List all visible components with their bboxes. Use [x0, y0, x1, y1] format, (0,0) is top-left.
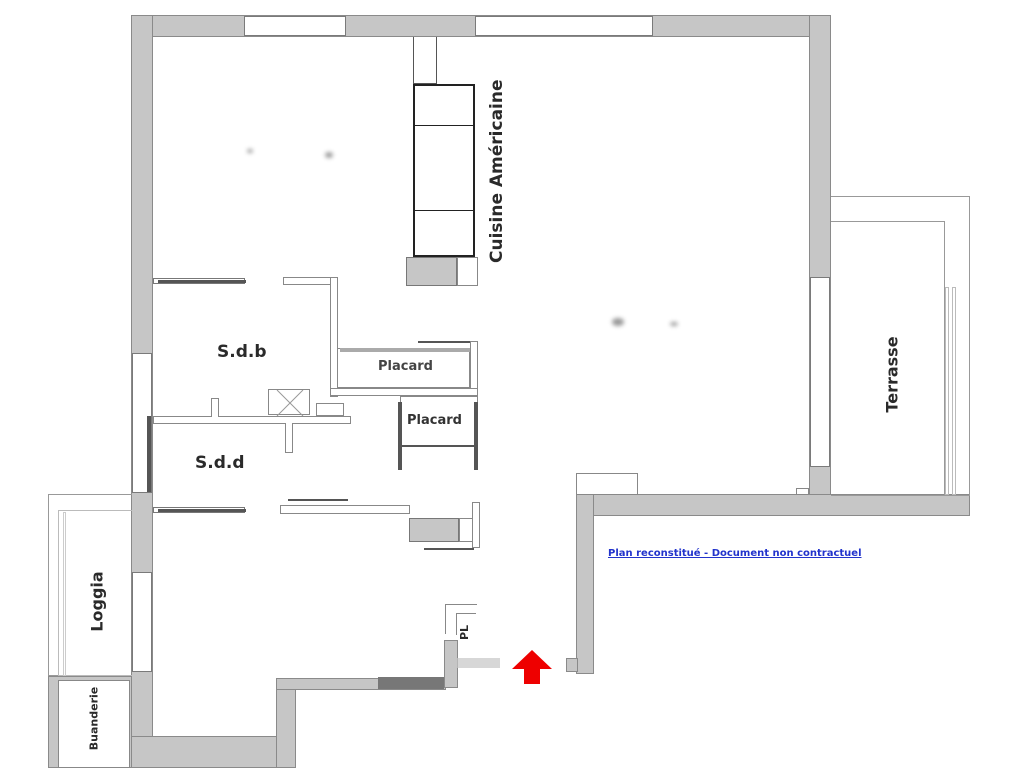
sdd-fixture [409, 518, 459, 542]
kitchen-fridge [406, 257, 457, 286]
kitchen-side [457, 257, 478, 286]
terrace-rail-1 [945, 287, 949, 495]
blur-mark [247, 149, 253, 153]
blur-mark [612, 318, 624, 326]
door-jamb-right [566, 658, 578, 672]
wall-sdd-bottom-bar [288, 499, 348, 501]
sliding-door-sdd-bar [158, 509, 246, 512]
room-label-placard-2: Placard [407, 413, 462, 428]
kitchen-divider-2 [413, 210, 475, 211]
window-left-loggia [132, 572, 152, 672]
placard-1-bar [418, 341, 476, 343]
entrance-arrow-icon [512, 650, 552, 684]
placard-2-bottom [402, 445, 476, 447]
pl-cabinet [445, 604, 477, 634]
wall-terrace-bottom [576, 494, 970, 516]
blur-mark [325, 152, 333, 158]
terrace-rail-2 [952, 287, 956, 495]
kitchen-counter [413, 84, 475, 257]
kitchen-duct [413, 37, 437, 84]
wall-bottom-dark [378, 677, 444, 689]
pl-door-stub [456, 658, 500, 668]
placard-2 [400, 396, 478, 446]
wall-sdb-sdd [153, 416, 351, 424]
window-top-1 [244, 16, 346, 36]
duct-small-box [316, 403, 344, 416]
wall-bottom-left [131, 736, 296, 768]
room-label-loggia: Loggia [87, 571, 107, 632]
room-label-terrasse: Terrasse [882, 336, 902, 413]
buanderie-room [58, 680, 130, 768]
wall-entrance-right [576, 494, 594, 674]
room-label-buanderie: Buanderie [87, 686, 101, 751]
sdd-post [472, 502, 480, 548]
window-top-2 [475, 16, 653, 36]
sdd-post-bar [424, 548, 474, 550]
wall-sdb-right [330, 277, 338, 397]
pl-inner [456, 613, 476, 635]
placard-1-door [340, 348, 470, 352]
disclaimer-link[interactable]: Plan reconstitué - Document non contract… [608, 548, 862, 559]
loggia-rail [63, 512, 66, 676]
room-label-sdd: S.d.d [195, 453, 245, 473]
wall-sdb-top [283, 277, 337, 285]
wall-sdd-bottom [280, 505, 410, 514]
placard-2-right [474, 402, 478, 470]
wall-stub-1 [211, 398, 219, 417]
room-label-sdb: S.d.b [217, 342, 267, 362]
sdd-window-frame [147, 416, 151, 492]
wall-stub-2 [285, 423, 293, 453]
duct-cross-icon [276, 390, 304, 416]
blur-mark [670, 322, 678, 326]
placard-2-left [398, 402, 402, 470]
loggia-inner [58, 510, 132, 676]
terrace-inner [831, 221, 945, 496]
wall-bottom-step [276, 678, 296, 768]
sliding-door-sdb-bar [158, 280, 246, 283]
wall-placard-bottom [330, 388, 478, 396]
window-right [810, 277, 830, 467]
room-label-pl: PL [458, 624, 472, 641]
room-label-placard-1: Placard [378, 359, 433, 374]
kitchen-divider-1 [413, 125, 475, 126]
small-box [796, 488, 809, 495]
room-label-cuisine: Cuisine Américaine [487, 79, 507, 263]
duct-box [268, 389, 310, 416]
cabinet-box [576, 473, 638, 495]
